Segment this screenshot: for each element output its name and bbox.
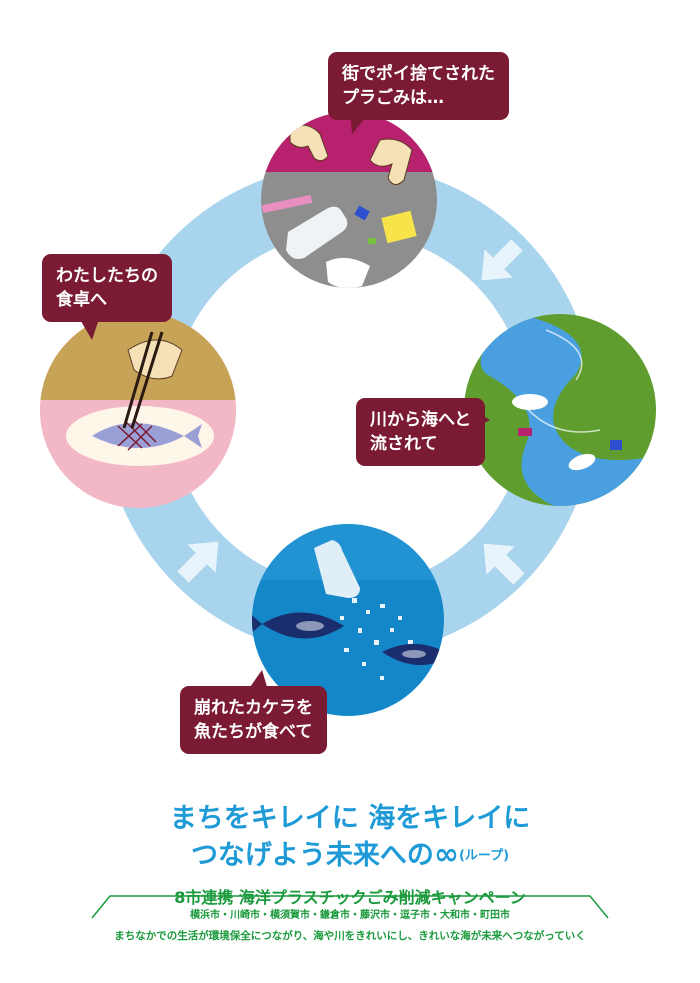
bubble-line: 食卓へ: [56, 290, 107, 310]
headline-line-2: つなげよう未来への∞(ループ): [0, 838, 700, 874]
campaign-frame: [91, 895, 609, 919]
bottle-icon: [286, 206, 348, 259]
headline-line-1: まちをキレイに 海をキレイに: [169, 803, 531, 834]
bubble-line: わたしたちの: [56, 266, 158, 286]
headline-line-2-main: つなげよう未来への: [190, 840, 434, 871]
speech-bubble-river: 川から海へと 流されて: [356, 398, 486, 466]
wrapper-icon: [381, 210, 417, 244]
speech-bubble-fish: 崩れたカケラを 魚たちが食べて: [180, 686, 327, 754]
campaign-title: 8市連携 海洋プラスチックごみ削減キャンペーン: [174, 888, 526, 907]
river-icon: [480, 314, 656, 506]
blue-scrap-icon: [354, 205, 370, 221]
grilled-fish-icon: [92, 423, 202, 448]
bubble-line: 川から海へと: [370, 410, 472, 430]
infinity-icon: ∞: [433, 837, 459, 872]
arrow-up-left-icon: [177, 541, 219, 583]
dropping-hand-icon: [369, 138, 413, 185]
chopstick-icon: [122, 331, 154, 429]
hand-icon: [289, 124, 329, 162]
bubble-line: 魚たちが食べて: [194, 722, 313, 742]
speech-bubble-street: 街でポイ捨てされた プラごみは…: [328, 52, 509, 120]
speech-bubble-table: わたしたちの 食卓へ: [42, 254, 172, 322]
chopstick-icon: [130, 331, 164, 429]
bubble-tail-bottom: [248, 670, 268, 690]
floating-pink-scrap-icon: [518, 428, 532, 436]
straw-icon: [261, 194, 313, 214]
campaign-tagline: まちなかでの生活が環境保全につながり、海や川をきれいにし、きれいな海が未来へつな…: [114, 930, 586, 942]
green-scrap-icon: [368, 238, 376, 244]
participating-cities: 横浜市・川崎市・横須賀市・鎌倉市・藤沢市・逗子市・大和市・町田市: [190, 910, 510, 921]
street-scene-circle: [261, 112, 437, 288]
grill-marks: [117, 419, 157, 451]
loop-reading: (ループ): [458, 848, 510, 864]
river-scene-circle: [464, 314, 656, 506]
arrow-down-left-icon: [483, 543, 525, 585]
sinking-bottle-icon: [314, 540, 360, 598]
bag-icon: [326, 257, 370, 288]
bubble-tail-left: [78, 316, 100, 340]
floating-bottle-icon: [568, 453, 596, 471]
floating-blue-scrap-icon: [610, 440, 622, 450]
arrow-down-right-icon: [481, 239, 523, 281]
floating-bag-icon: [512, 394, 548, 410]
bubble-line: 流されて: [370, 434, 438, 454]
bubble-line: 崩れたカケラを: [194, 698, 313, 718]
table-scene-circle: [40, 312, 236, 508]
bubble-line: プラごみは…: [342, 88, 444, 108]
plastic-fragments: [340, 598, 413, 680]
fish-icon: [252, 612, 344, 639]
bubble-line: 街でポイ捨てされた: [342, 64, 495, 84]
